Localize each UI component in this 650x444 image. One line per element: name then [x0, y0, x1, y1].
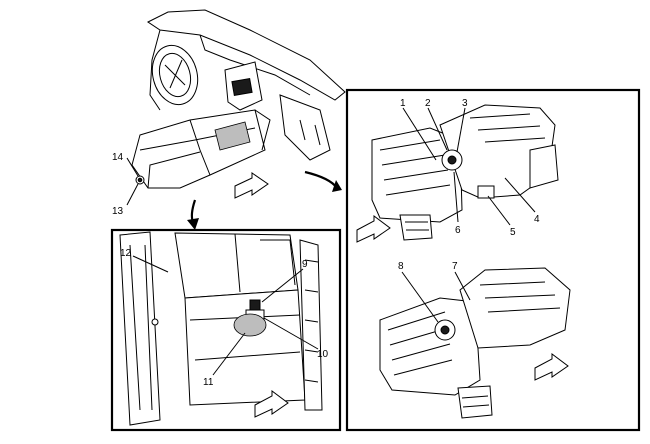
- inset-panel-console: [110, 228, 342, 432]
- callout-5: 5: [510, 227, 516, 238]
- dashboard-overview: [126, 9, 346, 230]
- inset-frame-right: [345, 88, 641, 432]
- hvac-module-lower: [379, 267, 571, 419]
- callout-2: 2: [425, 98, 431, 109]
- hvac-module-upper: [356, 104, 559, 243]
- callout-13: 13: [112, 206, 124, 217]
- callout-8: 8: [398, 261, 404, 272]
- callout-14: 14: [112, 152, 124, 163]
- callout-12: 12: [120, 248, 132, 259]
- callout-6: 6: [455, 225, 461, 236]
- callout-11: 11: [203, 377, 214, 388]
- callout-9: 9: [302, 259, 308, 270]
- callout-10: 10: [317, 349, 329, 360]
- right-panel-hvac: [345, 88, 641, 432]
- callout-4: 4: [534, 214, 540, 225]
- callout-7: 7: [452, 261, 458, 272]
- callout-3: 3: [462, 98, 468, 109]
- inset-frame-left: [110, 228, 342, 432]
- callout-1: 1: [400, 98, 406, 109]
